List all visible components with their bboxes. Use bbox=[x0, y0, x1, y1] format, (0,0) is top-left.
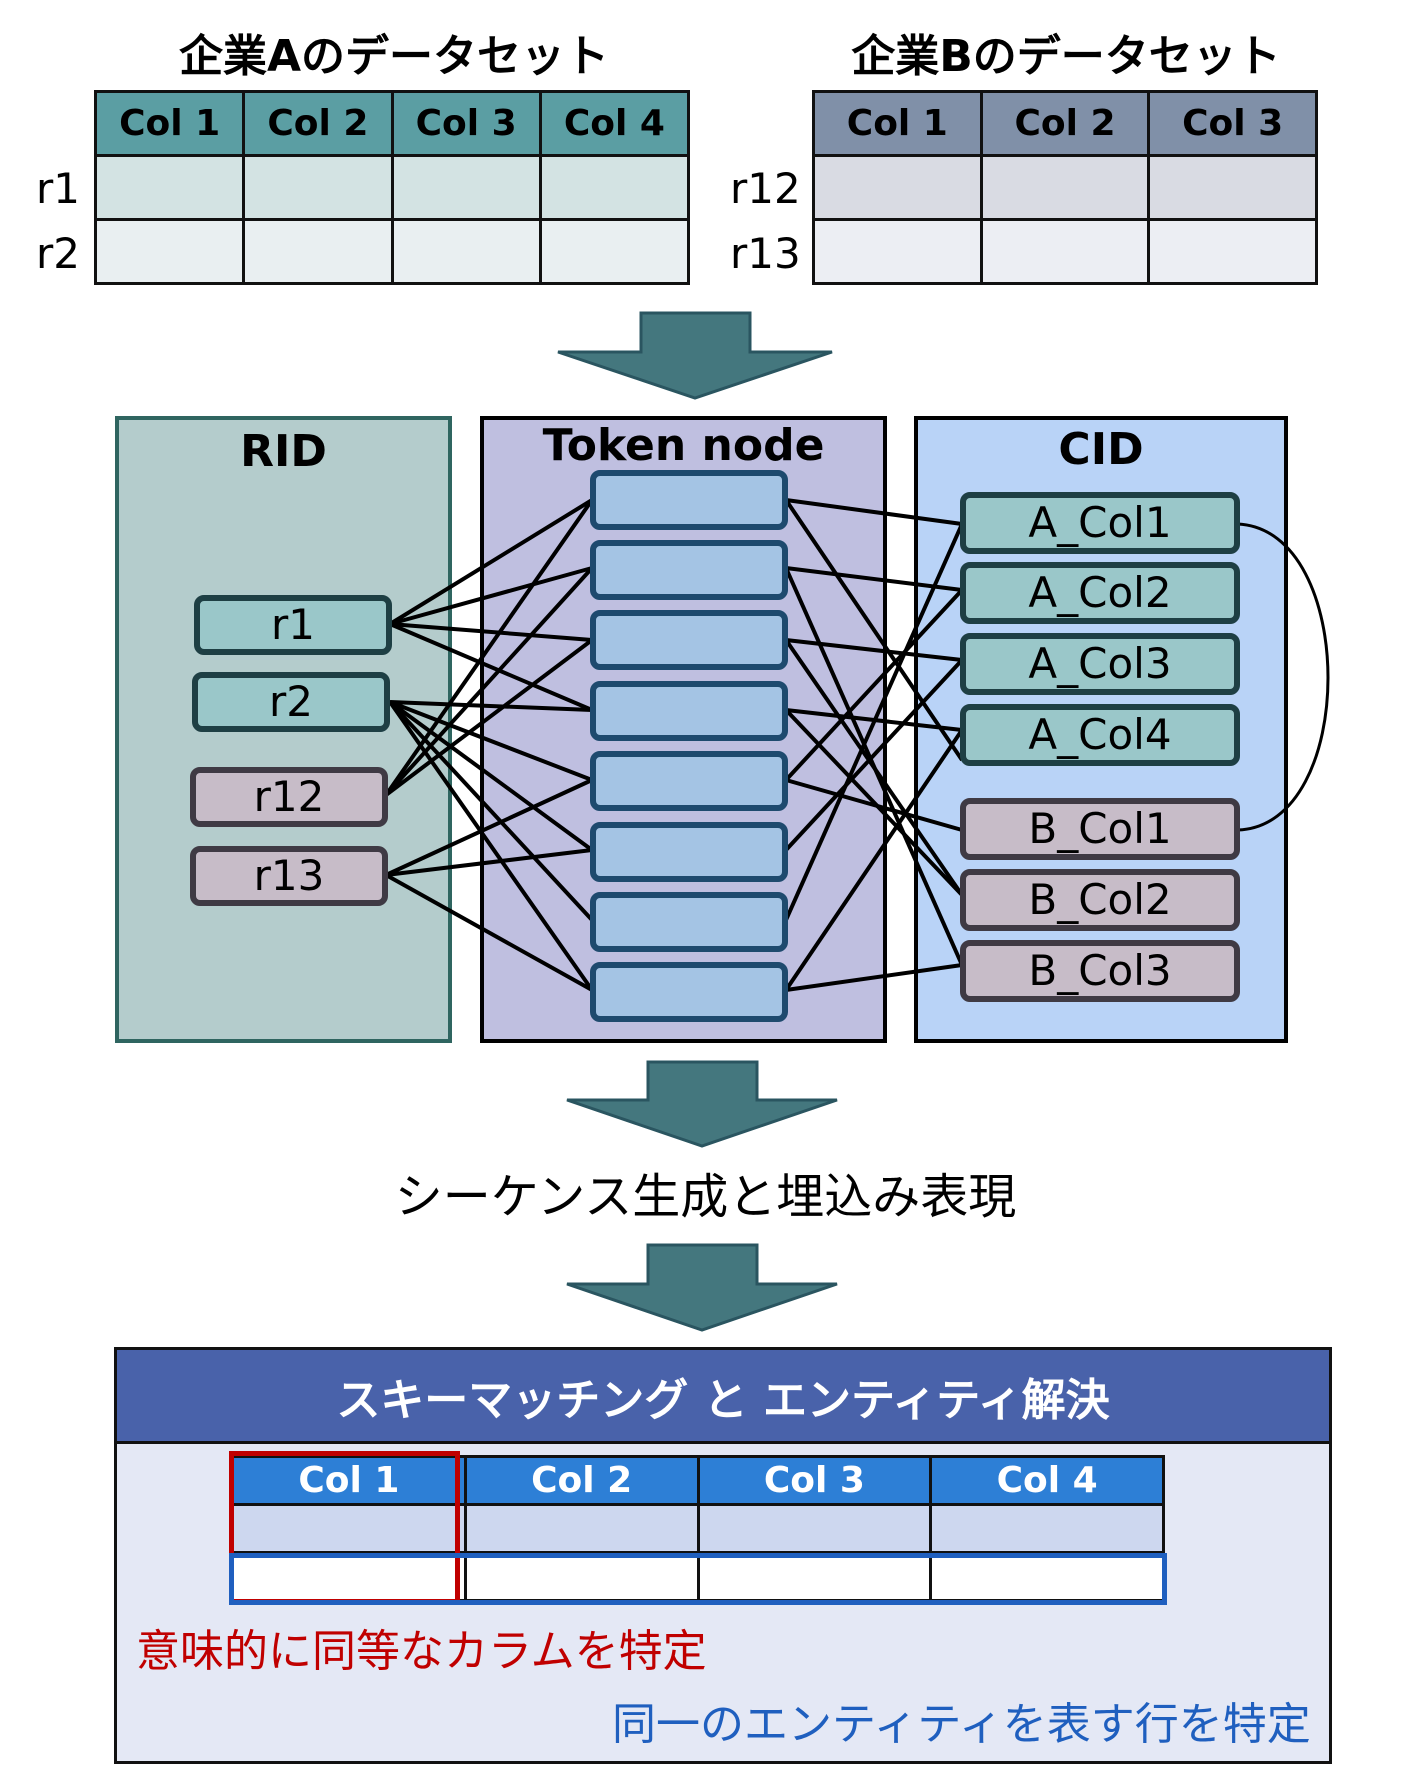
rid-node-r1: r1 bbox=[194, 595, 392, 655]
token-node bbox=[590, 470, 788, 530]
cid-node-b-col1: B_Col1 bbox=[960, 798, 1240, 860]
row-match-note: 同一のエンティティを表す行を特定 bbox=[612, 1699, 1311, 1750]
dataset-b-table: Col 1 Col 2 Col 3 bbox=[812, 90, 1318, 285]
column-match-note: 意味的に同等なカラムを特定 bbox=[136, 1626, 707, 1677]
token-node bbox=[590, 962, 788, 1022]
dataset-b-cell bbox=[979, 154, 1151, 221]
result-col-header: Col 3 bbox=[696, 1455, 933, 1506]
dataset-b-col-header: Col 3 bbox=[1147, 90, 1318, 157]
dataset-a-table: Col 1 Col 2 Col 3 Col 4 bbox=[93, 90, 691, 285]
rid-panel-title: RID bbox=[240, 426, 327, 477]
dataset-b-cell bbox=[812, 218, 983, 285]
cid-panel-title: CID bbox=[1058, 424, 1144, 475]
dataset-a-cell bbox=[93, 154, 246, 221]
rid-node-r2: r2 bbox=[192, 672, 390, 732]
cid-node-a-col1: A_Col1 bbox=[960, 492, 1240, 554]
result-col-header: Col 4 bbox=[929, 1455, 1165, 1506]
dataset-a-cell bbox=[390, 218, 542, 285]
dataset-a-cell bbox=[390, 154, 542, 221]
dataset-a-col-header: Col 3 bbox=[390, 90, 542, 157]
dataset-b-col-header: Col 1 bbox=[812, 90, 983, 157]
dataset-b-title: 企業Bのデータセット bbox=[851, 31, 1281, 82]
dataset-a-col-header: Col 1 bbox=[93, 90, 246, 157]
rid-node-r13: r13 bbox=[190, 846, 388, 906]
dataset-a-col-header: Col 2 bbox=[242, 90, 394, 157]
dataset-a-cell bbox=[242, 154, 394, 221]
dataset-a-title: 企業Aのデータセット bbox=[178, 31, 610, 82]
result-cell bbox=[929, 1551, 1165, 1602]
cid-node-b-col3: B_Col3 bbox=[960, 940, 1240, 1002]
token-node bbox=[590, 751, 788, 811]
result-cell bbox=[696, 1551, 933, 1602]
cid-node-a-col4: A_Col4 bbox=[960, 704, 1240, 766]
token-node bbox=[590, 892, 788, 952]
dataset-b-cell bbox=[1147, 154, 1318, 221]
dataset-a-cell bbox=[93, 218, 246, 285]
token-node bbox=[590, 822, 788, 882]
dataset-a-cell bbox=[242, 218, 394, 285]
result-cell bbox=[929, 1503, 1165, 1554]
cid-node-b-col2: B_Col2 bbox=[960, 869, 1240, 931]
row-highlight-box bbox=[229, 1553, 1167, 1605]
dataset-a-cell bbox=[538, 154, 691, 221]
result-col-header: Col 2 bbox=[463, 1455, 700, 1506]
cid-node-a-col3: A_Col3 bbox=[960, 633, 1240, 695]
dataset-b-row-label: r13 bbox=[730, 229, 801, 278]
token-node bbox=[590, 540, 788, 600]
dataset-b-col-header: Col 2 bbox=[979, 90, 1151, 157]
dataset-b-cell bbox=[812, 154, 983, 221]
result-title: スキーマッチング と エンティティ解決 bbox=[117, 1350, 1329, 1444]
result-cell bbox=[696, 1503, 933, 1554]
result-cell bbox=[463, 1503, 700, 1554]
token-panel-title: Token node bbox=[542, 420, 825, 471]
rid-node-r12: r12 bbox=[190, 767, 388, 827]
dataset-a-cell bbox=[538, 218, 691, 285]
dataset-a-row-label: r1 bbox=[36, 164, 80, 213]
dataset-b-row-label: r12 bbox=[730, 164, 801, 213]
dataset-b-cell bbox=[979, 218, 1151, 285]
dataset-a-col-header: Col 4 bbox=[538, 90, 691, 157]
token-node bbox=[590, 610, 788, 670]
dataset-b-cell bbox=[1147, 218, 1318, 285]
step-label: シーケンス生成と埋込み表現 bbox=[394, 1169, 1017, 1225]
cid-node-a-col2: A_Col2 bbox=[960, 562, 1240, 624]
token-node bbox=[590, 681, 788, 741]
dataset-a-row-label: r2 bbox=[36, 229, 80, 278]
result-col-header: Col 1 bbox=[231, 1455, 467, 1506]
